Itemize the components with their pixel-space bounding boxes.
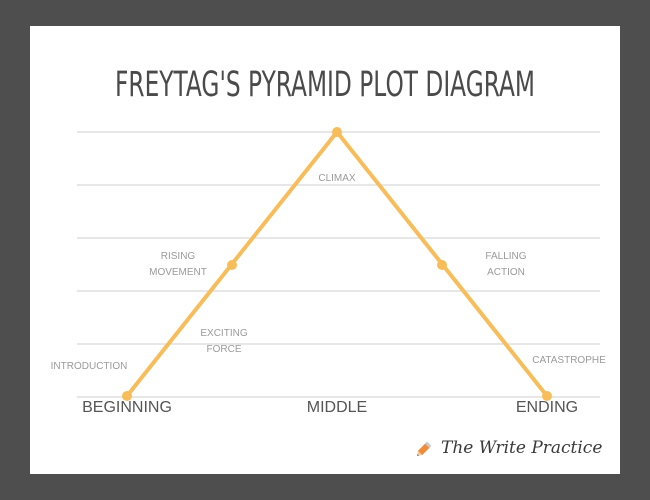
grid-lines [77,131,600,398]
brand-name: The Write Practice [441,438,603,458]
beginning-label: BEGINNING [82,399,172,416]
diagram-card: FREYTAG'S PYRAMID PLOT DIAGRAM CLIMAX RI… [30,26,620,474]
introduction-point [122,391,132,401]
falling-label-line1: FALLING [485,251,526,262]
pencil-icon [417,441,432,456]
falling-label-line2: ACTION [487,267,525,278]
brand-logo: The Write Practice [415,438,602,458]
stage-labels: CLIMAX RISING MOVEMENT FALLING ACTION EX… [51,173,606,372]
section-labels: BEGINNING MIDDLE ENDING [82,399,578,416]
rising-movement-point [227,260,237,270]
rising-label-line1: RISING [161,251,196,262]
middle-label: MIDDLE [307,399,367,416]
plot-line [125,130,549,398]
introduction-label: INTRODUCTION [51,361,128,372]
catastrophe-point [542,391,552,401]
catastrophe-label: CATASTROPHE [532,355,606,366]
exciting-label-line1: EXCITING [200,328,247,339]
page-title: FREYTAG'S PYRAMID PLOT DIAGRAM [115,65,535,105]
falling-action-point [437,260,447,270]
climax-label: CLIMAX [318,173,356,184]
ending-label: ENDING [516,399,578,416]
exciting-label-line2: FORCE [207,344,242,355]
climax-point [332,127,342,137]
rising-label-line2: MOVEMENT [149,267,207,278]
pyramid-diagram: FREYTAG'S PYRAMID PLOT DIAGRAM CLIMAX RI… [51,65,606,416]
